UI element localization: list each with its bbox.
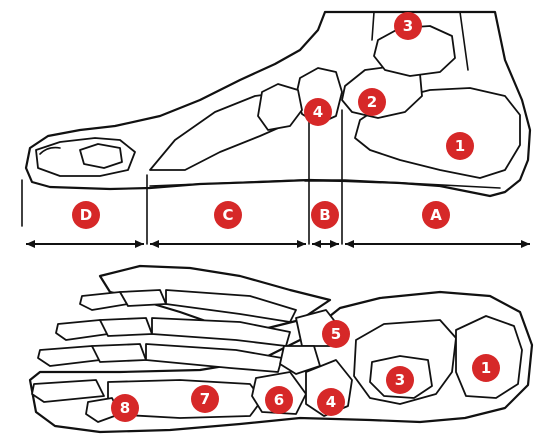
region-badge-a: A [422,201,450,229]
toe-phalanx [100,318,152,336]
svg-text:3: 3 [403,17,413,35]
svg-text:C: C [222,206,233,224]
svg-text:8: 8 [120,399,130,417]
top-bone-badge-8: 8 [111,394,139,422]
toe-phalanx [92,344,146,362]
side-bone-badge-3: 3 [394,12,422,40]
svg-text:5: 5 [331,325,341,343]
svg-text:D: D [80,206,92,224]
region-badge-d: D [72,201,100,229]
svg-text:4: 4 [313,103,323,121]
svg-text:7: 7 [200,390,210,408]
toe-phalanx [56,320,108,340]
svg-text:3: 3 [395,371,405,389]
top-bone-badge-6: 6 [265,386,293,414]
svg-text:4: 4 [326,393,336,411]
top-bone-badge-5: 5 [322,320,350,348]
top-bone-badge-4: 4 [317,388,345,416]
top-bone-badge-1: 1 [472,354,500,382]
toe-phalanx [38,346,100,366]
svg-text:A: A [430,206,442,224]
svg-text:B: B [319,206,330,224]
region-badge-c: C [214,201,242,229]
svg-text:1: 1 [481,359,491,377]
svg-text:1: 1 [455,137,465,155]
side-bone-badge-1: 1 [446,132,474,160]
toe-phalanx [120,290,166,306]
top-bone-badge-3: 3 [386,366,414,394]
top-bone-badge-7: 7 [191,385,219,413]
svg-text:2: 2 [367,93,377,111]
region-badge-b: B [311,201,339,229]
side-bone-badge-2: 2 [358,88,386,116]
toe-phalanx [80,144,122,168]
side-bone-badge-4: 4 [304,98,332,126]
svg-text:6: 6 [274,391,284,409]
